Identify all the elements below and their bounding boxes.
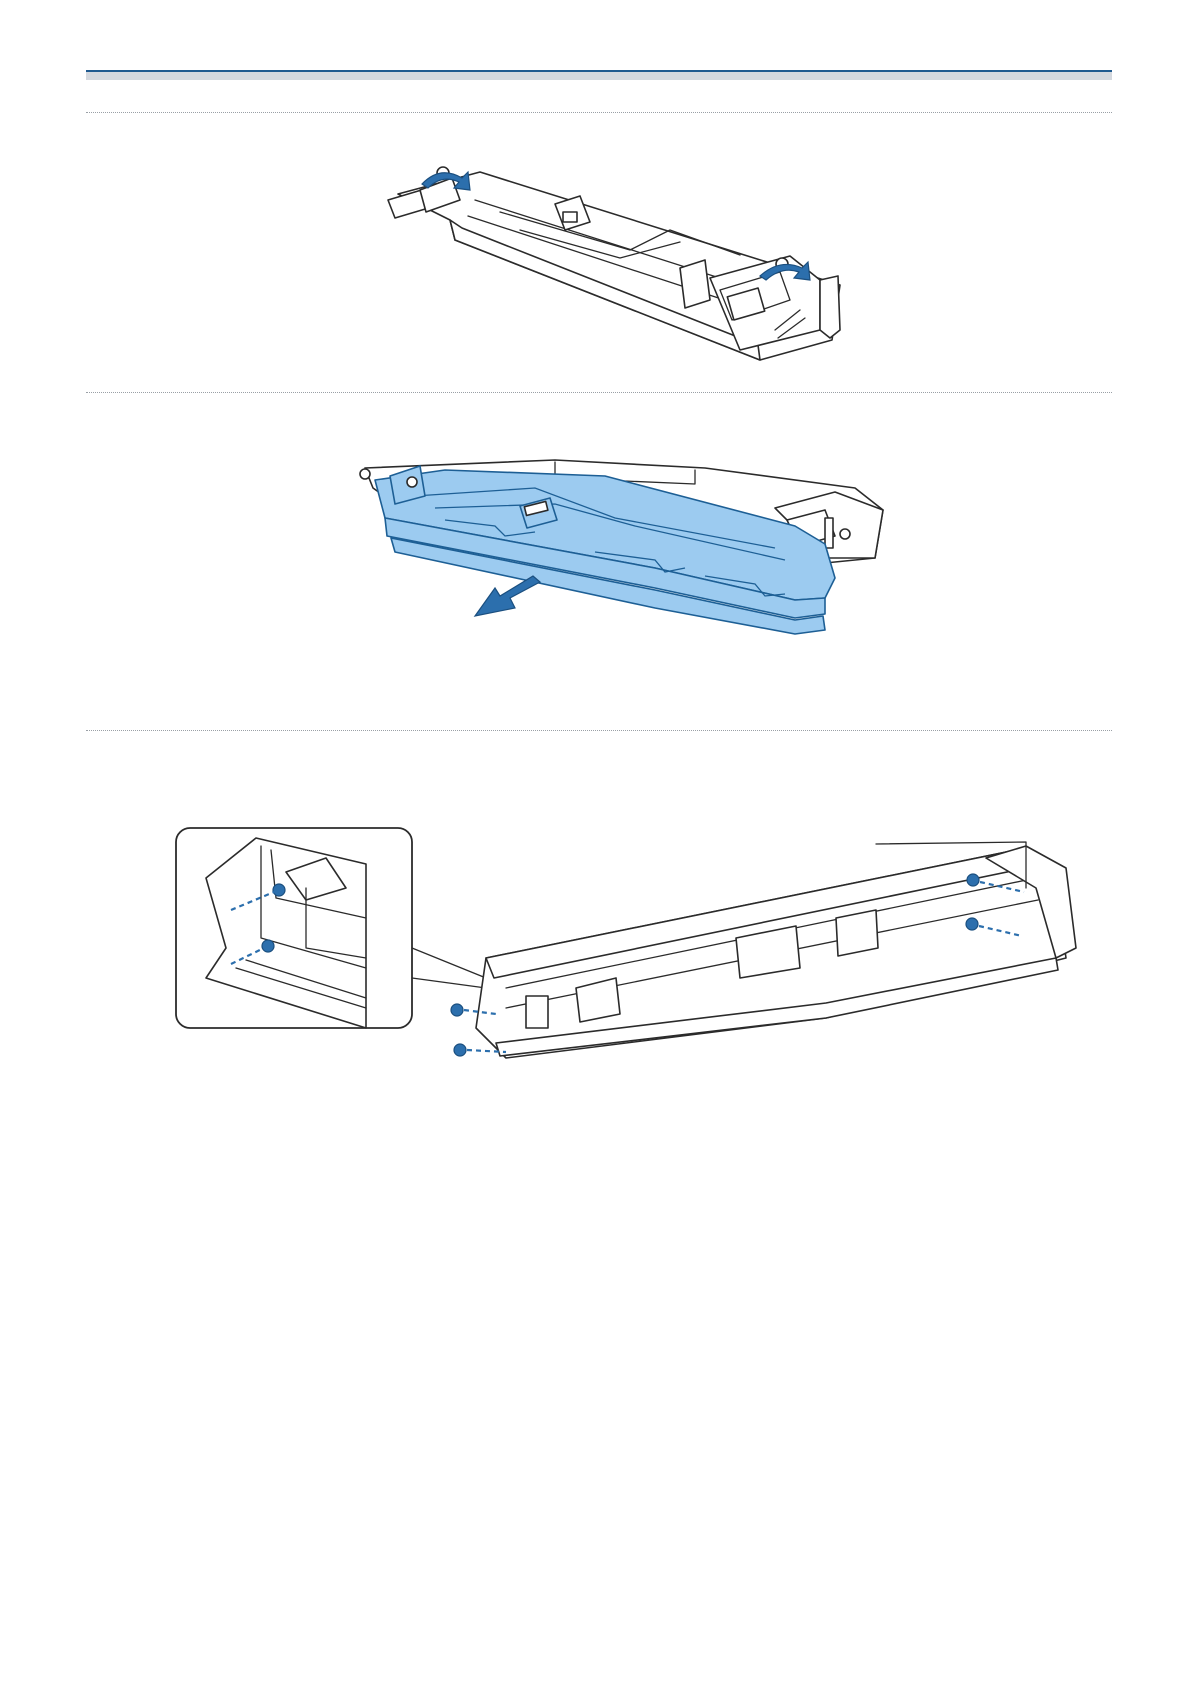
pull-arrow-icon bbox=[475, 576, 540, 616]
screw-icon bbox=[273, 884, 285, 896]
step-divider bbox=[86, 730, 1112, 731]
figure-loosen-screws bbox=[380, 160, 880, 370]
header-band bbox=[86, 72, 1112, 80]
mounting-plate-illustration bbox=[355, 448, 905, 648]
step-divider bbox=[86, 112, 1112, 113]
screw-icon bbox=[967, 874, 979, 886]
mounting-plate-illustration bbox=[380, 160, 880, 370]
step-divider bbox=[86, 392, 1112, 393]
figure-attach-screws bbox=[176, 828, 1096, 1058]
mounting-plate-illustration bbox=[176, 828, 1096, 1058]
screw-icon bbox=[262, 940, 274, 952]
screw-icon bbox=[966, 918, 978, 930]
screw-icon bbox=[454, 1044, 466, 1056]
screw-icon bbox=[451, 1004, 463, 1016]
figure-slide-out-plate bbox=[355, 448, 905, 648]
